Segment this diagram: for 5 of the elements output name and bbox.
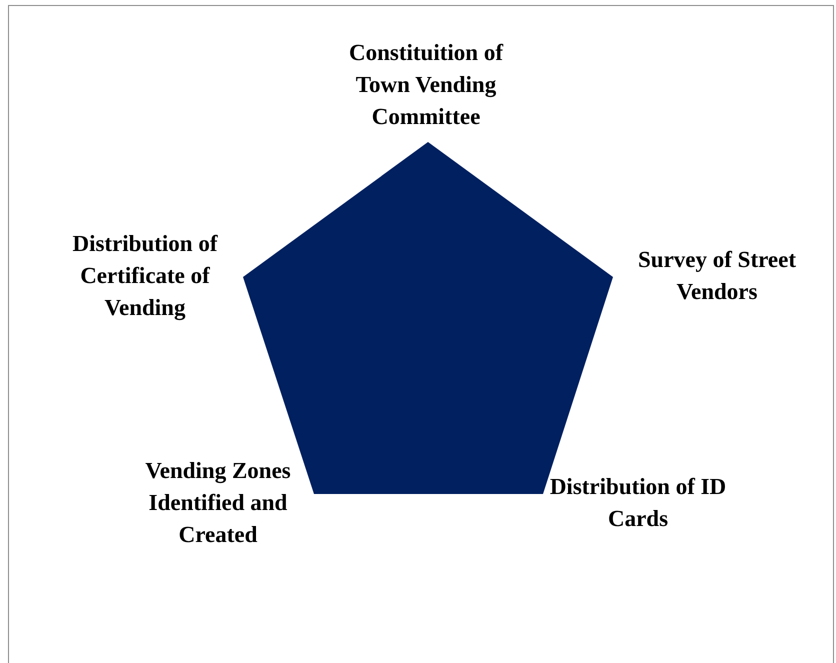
vertex-label: Distribution of ID Cards	[548, 473, 728, 533]
vertex-label: Survey of Street Vendors	[637, 246, 797, 306]
vertex-label: Distribution of Certificate of Vending	[71, 230, 219, 322]
vertex-label: Constituition of Town Vending Committee	[348, 39, 504, 131]
vertex-label: Vending Zones Identified and Created	[144, 457, 292, 549]
